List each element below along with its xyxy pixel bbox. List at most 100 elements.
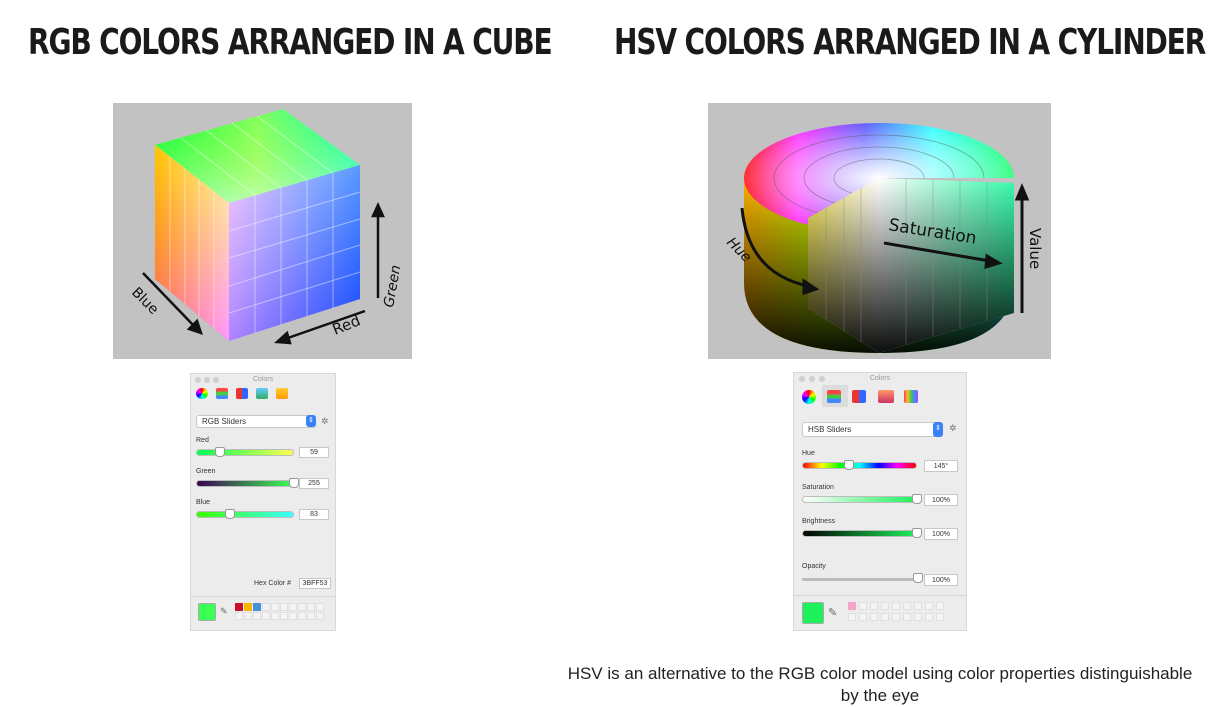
hex-color-field[interactable]: 3BFF53 [299, 578, 331, 589]
axis-value-label: Value [1026, 228, 1044, 269]
swatch-slot[interactable] [280, 603, 288, 611]
saturation-value-field[interactable]: 100% [924, 494, 958, 506]
swatch-slot[interactable] [936, 602, 944, 610]
hue-slider-thumb[interactable] [844, 460, 855, 470]
current-color-well[interactable] [198, 603, 216, 621]
pencils-tab-icon[interactable] [276, 388, 288, 399]
red-slider-label: Red [196, 437, 209, 444]
red-value-field[interactable]: 59 [299, 447, 329, 458]
swatch-slot[interactable] [848, 602, 856, 610]
mode-dropdown[interactable]: RGB Sliders ⇕ [196, 415, 316, 428]
minimize-window-button[interactable] [204, 377, 210, 383]
blue-slider[interactable] [196, 509, 294, 519]
saturation-slider-label: Saturation [802, 484, 834, 491]
red-slider[interactable] [196, 447, 294, 457]
zoom-window-button[interactable] [213, 377, 219, 383]
opacity-slider-label: Opacity [802, 563, 826, 570]
swatch-slot[interactable] [316, 612, 324, 620]
swatch-slot[interactable] [903, 602, 911, 610]
close-window-button[interactable] [195, 377, 201, 383]
saturation-slider[interactable] [802, 494, 922, 504]
swatch-slot[interactable] [925, 602, 933, 610]
swatch-slot[interactable] [881, 613, 889, 621]
swatch-slot[interactable] [298, 612, 306, 620]
swatch-slot[interactable] [235, 603, 243, 611]
green-value-field[interactable]: 255 [299, 478, 329, 489]
opacity-slider-thumb[interactable] [913, 573, 923, 583]
green-slider-thumb[interactable] [289, 478, 299, 488]
brightness-slider[interactable] [802, 528, 922, 538]
window-title: Colors [252, 376, 274, 383]
swatch-slot[interactable] [316, 603, 324, 611]
swatch-slot[interactable] [271, 603, 279, 611]
hue-slider[interactable] [802, 460, 917, 470]
hue-value-field[interactable]: 145° [924, 460, 958, 472]
blue-slider-thumb[interactable] [224, 509, 235, 519]
brightness-value-field[interactable]: 100% [924, 528, 958, 540]
gear-icon[interactable]: ✲ [321, 416, 329, 426]
zoom-window-button[interactable] [819, 376, 825, 382]
hue-slider-label: Hue [802, 450, 815, 457]
swatch-slot[interactable] [298, 603, 306, 611]
minimize-window-button[interactable] [809, 376, 815, 382]
swatch-slot[interactable] [848, 613, 856, 621]
blue-slider-label: Blue [196, 499, 211, 506]
swatch-slot[interactable] [244, 612, 252, 620]
red-slider-thumb[interactable] [215, 447, 226, 457]
rgb-cube-illustration: Blue Red Green [113, 103, 412, 359]
gear-icon[interactable]: ✲ [949, 423, 957, 433]
eyedropper-icon[interactable]: ✎ [828, 607, 838, 619]
swatch-slot[interactable] [936, 613, 944, 621]
sliders-tab-icon[interactable] [216, 388, 228, 399]
swatch-slot[interactable] [925, 613, 933, 621]
color-wheel-tab-icon[interactable] [196, 388, 208, 399]
swatch-slot[interactable] [289, 603, 297, 611]
green-slider[interactable] [196, 478, 299, 488]
swatch-slot[interactable] [881, 602, 889, 610]
blue-value-field[interactable]: 83 [299, 509, 329, 520]
swatch-slot[interactable] [244, 603, 252, 611]
swatch-slot[interactable] [262, 603, 270, 611]
rgb-cube-svg: Blue Red Green [128, 109, 404, 345]
sliders-tab-icon[interactable] [827, 390, 841, 403]
hsv-heading: HSV COLORS ARRANGED IN A CYLINDER [614, 22, 1206, 63]
swatch-slot[interactable] [903, 613, 911, 621]
color-wheel-tab-icon[interactable] [802, 390, 816, 404]
swatch-slot[interactable] [859, 613, 867, 621]
swatch-slot[interactable] [307, 612, 315, 620]
swatch-slot[interactable] [914, 602, 922, 610]
saturation-slider-thumb[interactable] [912, 494, 922, 504]
brightness-slider-thumb[interactable] [912, 528, 922, 538]
window-title: Colors [869, 375, 891, 382]
swatch-slot[interactable] [262, 612, 270, 620]
palettes-tab-icon[interactable] [236, 388, 248, 399]
swatch-slot[interactable] [870, 613, 878, 621]
image-palettes-tab-icon[interactable] [256, 388, 268, 399]
rgb-colors-panel: Colors RGB Sliders ⇕ ✲ Red 59 Green 255 … [190, 373, 336, 631]
mode-dropdown-label: HSB Sliders [808, 425, 852, 434]
swatch-slot[interactable] [859, 602, 867, 610]
close-window-button[interactable] [799, 376, 805, 382]
swatch-slot[interactable] [870, 602, 878, 610]
eyedropper-icon[interactable]: ✎ [220, 606, 228, 616]
swatch-slot[interactable] [289, 612, 297, 620]
axis-red-label: Red [330, 311, 363, 338]
dropdown-arrows-icon: ⇕ [933, 422, 943, 437]
swatch-slot[interactable] [253, 603, 261, 611]
dropdown-arrows-icon: ⇕ [306, 415, 316, 427]
opacity-value-field[interactable]: 100% [924, 574, 958, 586]
swatch-slot[interactable] [253, 612, 261, 620]
swatch-slot[interactable] [307, 603, 315, 611]
swatch-slot[interactable] [235, 612, 243, 620]
pencils-tab-icon[interactable] [904, 390, 918, 403]
swatch-slot[interactable] [280, 612, 288, 620]
swatch-slot[interactable] [892, 613, 900, 621]
mode-dropdown[interactable]: HSB Sliders ⇕ [802, 422, 943, 437]
image-palettes-tab-icon[interactable] [878, 390, 894, 403]
swatch-slot[interactable] [892, 602, 900, 610]
swatch-slot[interactable] [271, 612, 279, 620]
palettes-tab-icon[interactable] [852, 390, 866, 403]
opacity-slider[interactable] [802, 573, 923, 583]
current-color-well[interactable] [802, 602, 824, 624]
swatch-slot[interactable] [914, 613, 922, 621]
